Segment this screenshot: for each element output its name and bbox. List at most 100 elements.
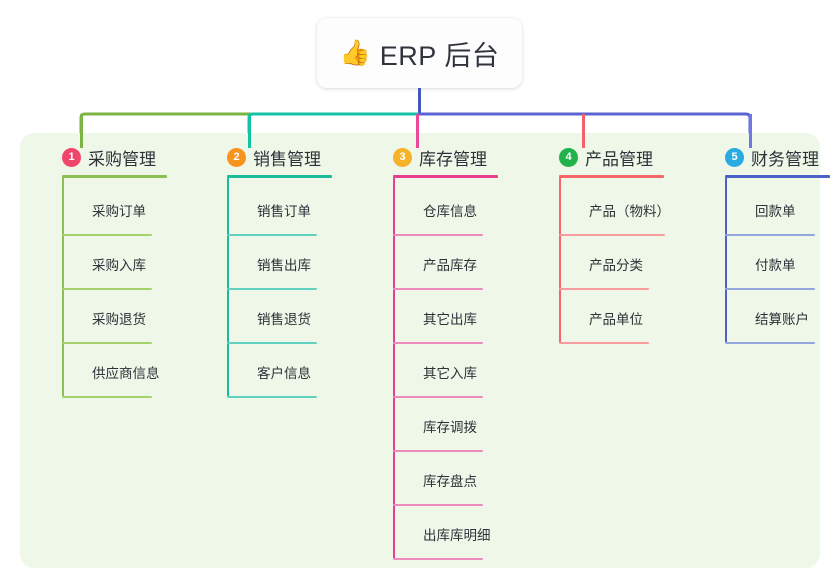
branch-badge-2: 2	[227, 147, 246, 167]
leaf-node[interactable]: 采购退货	[62, 290, 166, 344]
connector-lines	[79, 88, 752, 148]
branch-badge-1: 1	[62, 147, 81, 167]
diagram-panel	[20, 133, 820, 568]
branch-title-5: 财务管理	[751, 149, 819, 169]
connector-drop-red	[582, 114, 585, 148]
leaf-node-rule	[393, 504, 483, 506]
leaf-node-rule	[725, 234, 815, 236]
connector-drop-green	[80, 114, 83, 148]
branch-column-2: 2 销售管理 销售订单销售出库销售退货客户信息	[205, 142, 355, 398]
leaf-node-rule	[227, 396, 317, 398]
leaf-node[interactable]: 产品库存	[393, 236, 497, 290]
leaf-node[interactable]: 付款单	[725, 236, 829, 290]
leaf-node[interactable]: 客户信息	[227, 344, 331, 398]
branch-header-rule-5	[725, 175, 830, 178]
leaf-node-label: 其它入库	[423, 366, 477, 381]
leaf-node[interactable]: 出库库明细	[393, 506, 497, 560]
leaf-node-label: 库存盘点	[423, 474, 477, 489]
branch-spine-1	[62, 178, 64, 396]
leaf-node[interactable]: 销售退货	[227, 290, 331, 344]
thumbs-up-icon: 👍	[339, 38, 371, 67]
branch-column-1: 1 采购管理 采购订单采购入库采购退货供应商信息	[40, 142, 190, 398]
leaf-node[interactable]: 产品（物料）	[559, 182, 670, 236]
leaf-node-label: 产品（物料）	[589, 204, 670, 219]
leaf-node-label: 付款单	[755, 258, 796, 273]
leaf-node[interactable]: 其它入库	[393, 344, 497, 398]
leaf-node-rule	[62, 234, 152, 236]
branch-header-4[interactable]: 4 产品管理	[537, 142, 697, 172]
leaf-node-rule	[62, 288, 152, 290]
branch-title-3: 库存管理	[419, 149, 487, 169]
leaf-node-label: 采购退货	[92, 312, 146, 327]
branch-header-2[interactable]: 2 销售管理	[205, 142, 355, 172]
leaf-node[interactable]: 供应商信息	[62, 344, 166, 398]
leaf-node-rule	[227, 234, 317, 236]
branch-spine-2	[227, 178, 229, 396]
leaf-node-label: 销售退货	[257, 312, 311, 327]
root-node-title: ERP 后台	[379, 40, 500, 71]
leaf-node[interactable]: 采购订单	[62, 182, 166, 236]
leaf-node[interactable]: 库存调拨	[393, 398, 497, 452]
branch-badge-5: 5	[725, 147, 744, 167]
leaf-node-label: 回款单	[755, 204, 796, 219]
branch-badge-4: 4	[559, 147, 578, 167]
leaf-node-label: 销售订单	[257, 204, 311, 219]
leaf-node[interactable]: 销售出库	[227, 236, 331, 290]
leaf-node-rule	[559, 234, 665, 236]
branch-title-2: 销售管理	[253, 149, 321, 169]
leaf-node-rule	[559, 342, 649, 344]
branch-header-1[interactable]: 1 采购管理	[40, 142, 190, 172]
leaf-node-rule	[393, 558, 483, 560]
root-node[interactable]: 👍 ERP 后台	[317, 18, 522, 88]
branch-header-3[interactable]: 3 库存管理	[371, 142, 521, 172]
leaf-node[interactable]: 采购入库	[62, 236, 166, 290]
leaf-node-label: 销售出库	[257, 258, 311, 273]
branch-header-rule-4	[559, 175, 664, 178]
leaf-node-label: 供应商信息	[92, 366, 160, 381]
leaf-node-label: 产品单位	[589, 312, 643, 327]
leaf-node[interactable]: 回款单	[725, 182, 829, 236]
branch-spine-5	[725, 178, 727, 342]
leaf-node-label: 采购订单	[92, 204, 146, 219]
leaf-node-rule	[62, 342, 152, 344]
leaf-node-label: 结算账户	[755, 312, 809, 327]
leaf-node-label: 产品库存	[423, 258, 477, 273]
connector-drop-pink	[416, 114, 419, 148]
branch-badge-3: 3	[393, 147, 412, 167]
leaf-node-label: 库存调拨	[423, 420, 477, 435]
leaf-node-rule	[393, 396, 483, 398]
leaf-node[interactable]: 结算账户	[725, 290, 829, 344]
leaf-node-label: 仓库信息	[423, 204, 477, 219]
leaf-node[interactable]: 产品单位	[559, 290, 663, 344]
leaf-node-rule	[725, 342, 815, 344]
leaf-node-rule	[393, 288, 483, 290]
branch-title-4: 产品管理	[585, 149, 653, 169]
leaf-node[interactable]: 其它出库	[393, 290, 497, 344]
leaf-node[interactable]: 库存盘点	[393, 452, 497, 506]
leaf-node[interactable]: 产品分类	[559, 236, 663, 290]
connector-drop-teal	[248, 114, 251, 148]
branch-header-rule-1	[62, 175, 167, 178]
branch-header-rule-2	[227, 175, 332, 178]
leaf-node-label: 出库库明细	[423, 528, 491, 543]
leaf-node-rule	[393, 450, 483, 452]
connector-stem	[418, 88, 421, 114]
leaf-node-rule	[227, 288, 317, 290]
leaf-node-rule	[559, 288, 649, 290]
leaf-node-label: 采购入库	[92, 258, 146, 273]
branch-header-rule-3	[393, 175, 498, 178]
leaf-node[interactable]: 销售订单	[227, 182, 331, 236]
leaf-node-rule	[393, 342, 483, 344]
leaf-node-rule	[227, 342, 317, 344]
leaf-node-label: 产品分类	[589, 258, 643, 273]
leaf-node[interactable]: 仓库信息	[393, 182, 497, 236]
branch-header-5[interactable]: 5 财务管理	[703, 142, 833, 172]
branch-spine-3	[393, 178, 395, 558]
leaf-node-rule	[725, 288, 815, 290]
branch-title-1: 采购管理	[88, 149, 156, 169]
leaf-node-rule	[62, 396, 152, 398]
branch-column-5: 5 财务管理 回款单付款单结算账户	[703, 142, 833, 344]
branch-spine-4	[559, 178, 561, 342]
branch-column-4: 4 产品管理 产品（物料） 产品分类产品单位	[537, 142, 697, 344]
